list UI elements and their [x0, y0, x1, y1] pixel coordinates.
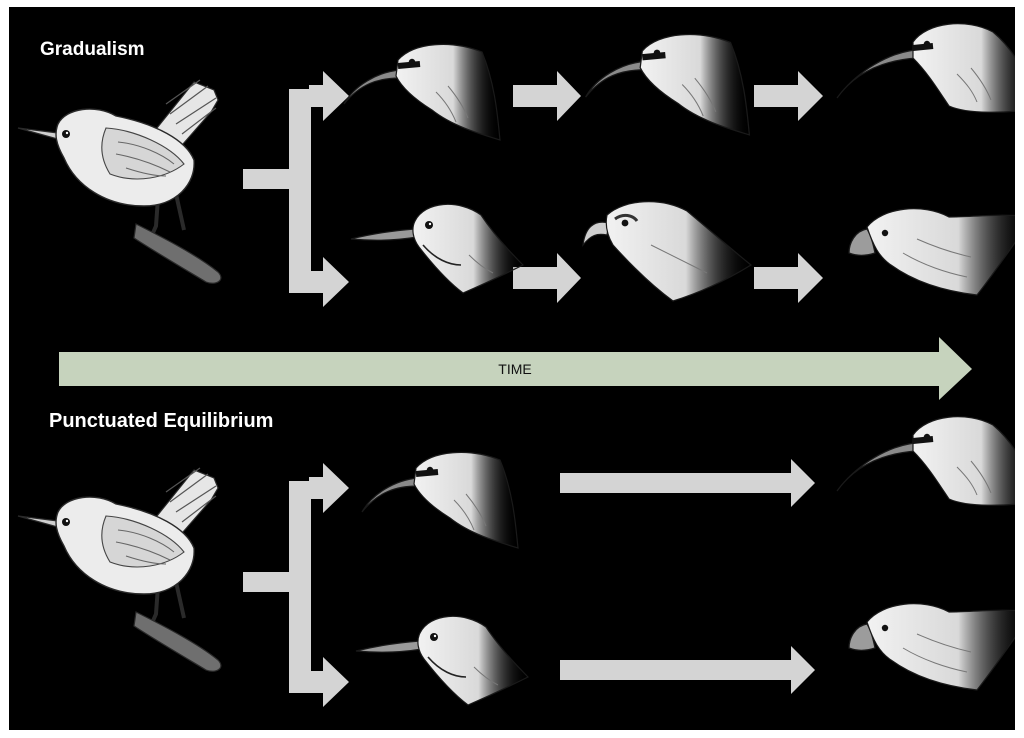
- step-arrow: [513, 253, 581, 303]
- punctuated-ancestor-bird: [16, 466, 223, 674]
- time-label: TIME: [498, 361, 531, 377]
- gradualism-step-arrows: [513, 71, 823, 303]
- long-arrow: [560, 459, 815, 507]
- punctuated-equilibrium-title: Punctuated Equilibrium: [49, 410, 274, 432]
- curved-beak-bird-head: [362, 452, 518, 548]
- slender-beak-bird-head: [355, 615, 529, 706]
- curved-beak-bird-head: [586, 35, 750, 135]
- gradualism-title: Gradualism: [40, 39, 145, 60]
- gradualism-branch-arrow: [243, 71, 349, 307]
- time-arrow: TIME: [59, 337, 972, 400]
- gradualism-ancestor-bird: [16, 78, 223, 286]
- long-arrow: [560, 646, 815, 694]
- slender-beak-bird-head: [350, 203, 524, 294]
- punctuated-long-arrows: [560, 459, 815, 694]
- evolution-diagram: TIME: [16, 7, 1015, 707]
- diagram-canvas: Gradualism Punctuated Equilibrium: [9, 7, 1015, 730]
- step-arrow: [754, 71, 823, 121]
- step-arrow: [754, 253, 823, 303]
- punctuated-branch-arrow: [243, 463, 349, 707]
- curved-beak-bird-head: [837, 417, 1015, 506]
- step-arrow: [513, 71, 581, 121]
- curved-beak-bird-head: [344, 44, 500, 140]
- hooked-beak-bird-head: [581, 200, 753, 303]
- finch-bird-head: [848, 208, 1015, 296]
- curved-beak-bird-head: [837, 24, 1015, 113]
- finch-bird-head: [848, 603, 1015, 691]
